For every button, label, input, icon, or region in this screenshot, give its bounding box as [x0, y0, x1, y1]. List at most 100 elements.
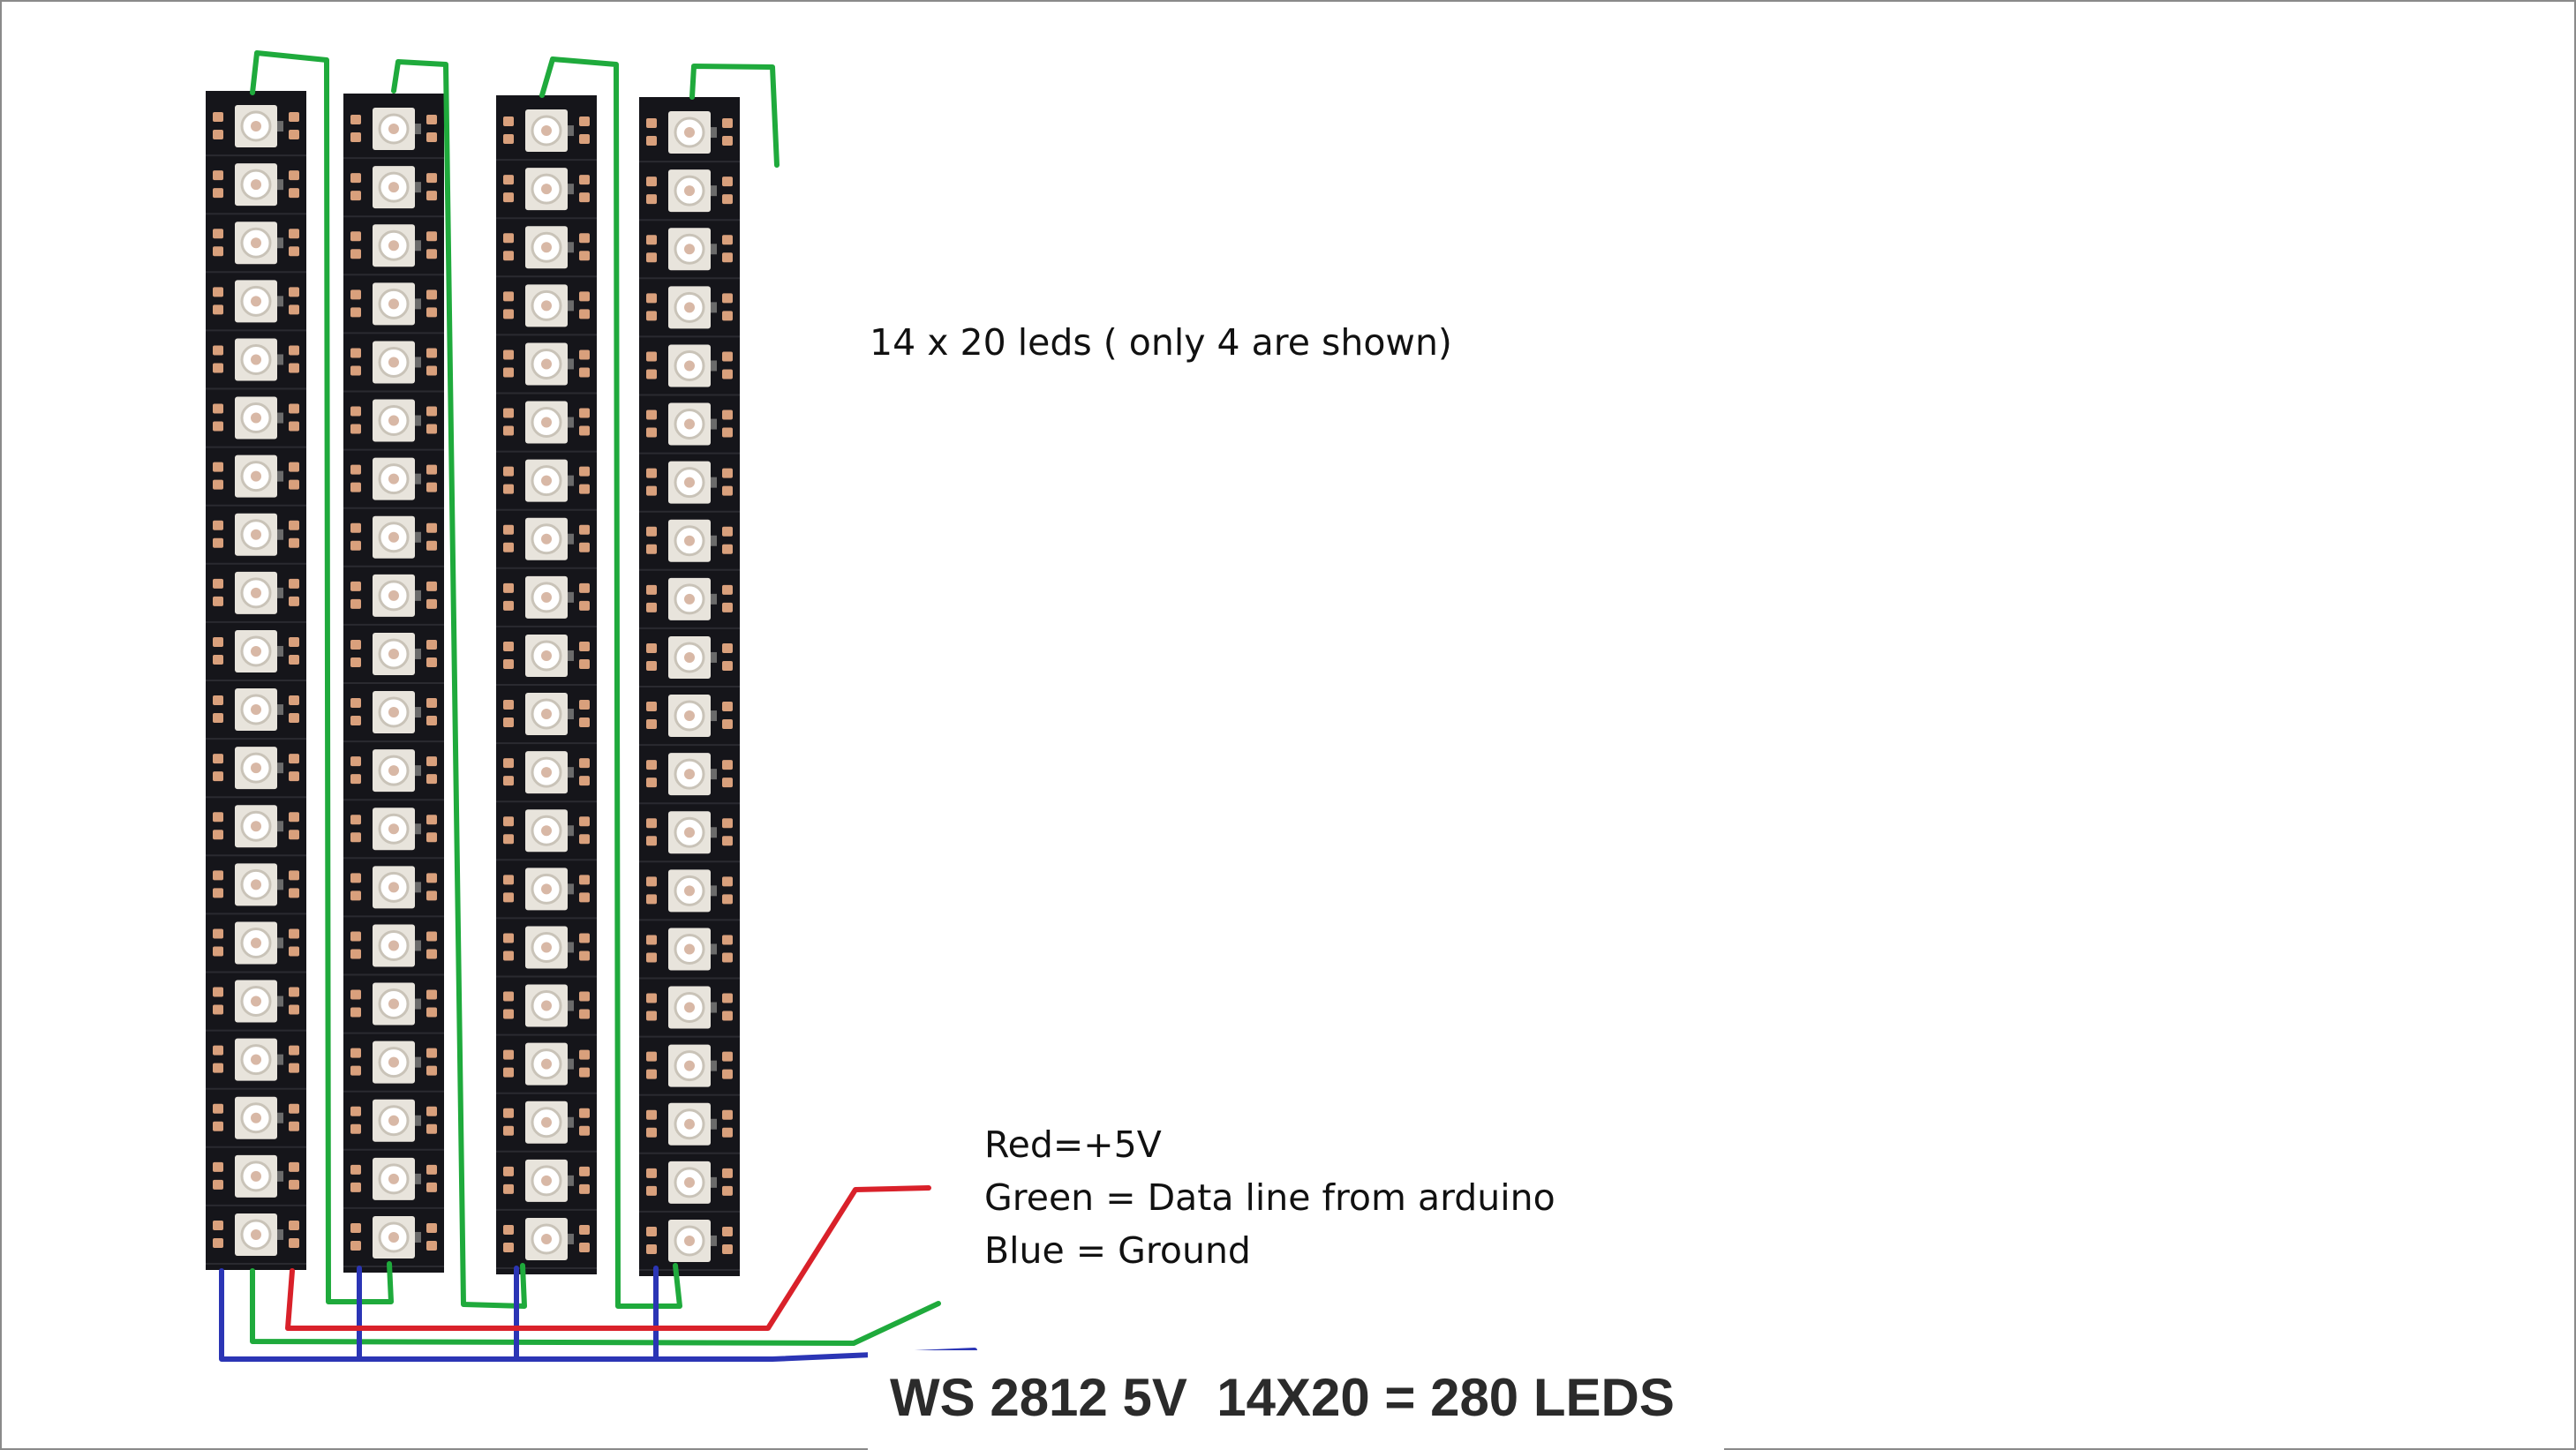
solder-pad	[213, 870, 223, 881]
solder-pad	[646, 778, 657, 788]
solder-pad	[213, 246, 223, 257]
capacitor	[567, 1116, 574, 1128]
solder-pad	[289, 229, 299, 239]
solder-pad	[503, 309, 514, 319]
led-17	[206, 1038, 306, 1090]
solder-pad	[722, 818, 733, 829]
solder-pad	[289, 1220, 299, 1230]
capacitor	[710, 477, 717, 488]
solder-pad	[213, 812, 223, 823]
solder-pad	[426, 832, 437, 843]
led-17	[639, 1044, 740, 1096]
led-8	[496, 517, 597, 569]
capacitor	[414, 998, 421, 1010]
solder-pad	[503, 349, 514, 360]
led-14	[206, 863, 306, 915]
solder-pad	[579, 425, 590, 436]
solder-pad	[503, 233, 514, 244]
led-die	[251, 879, 261, 890]
capacitor	[414, 765, 421, 777]
solder-pad	[646, 409, 657, 420]
solder-pad	[426, 424, 437, 434]
capacitor	[276, 763, 283, 774]
capacitor	[710, 535, 717, 546]
solder-pad	[579, 875, 590, 885]
led-die	[541, 942, 552, 953]
solder-pad	[722, 311, 733, 321]
led-11	[206, 688, 306, 740]
solder-pad	[213, 946, 223, 957]
legend-green: Green = Data line from arduino	[984, 1176, 1555, 1219]
solder-pad	[646, 584, 657, 595]
solder-pad	[426, 1048, 437, 1058]
led-10	[496, 634, 597, 686]
capacitor	[710, 1176, 717, 1188]
led-die	[388, 765, 399, 777]
capacitor	[567, 709, 574, 720]
solder-pad	[426, 949, 437, 959]
solder-pad	[213, 345, 223, 356]
solder-pad	[426, 249, 437, 259]
led-die	[388, 298, 399, 310]
led-9	[639, 577, 740, 629]
led-9	[496, 575, 597, 627]
led-count-note: 14 x 20 leds ( only 4 are shown)	[870, 321, 1452, 364]
solder-pad	[426, 231, 437, 242]
solder-pad	[213, 1179, 223, 1190]
solder-pad	[426, 774, 437, 785]
led-15	[639, 928, 740, 980]
led-die	[684, 360, 695, 372]
led-die	[251, 995, 261, 1007]
capacitor	[414, 940, 421, 951]
solder-pad	[213, 1045, 223, 1056]
solder-pad	[426, 289, 437, 300]
capacitor	[710, 710, 717, 722]
solder-pad	[289, 112, 299, 123]
solder-pad	[579, 116, 590, 127]
solder-pad	[722, 952, 733, 963]
solder-pad	[426, 173, 437, 184]
capacitor	[276, 529, 283, 540]
solder-pad	[646, 311, 657, 321]
led-die	[541, 1175, 552, 1186]
solder-pad	[426, 1007, 437, 1018]
solder-pad	[503, 367, 514, 378]
solder-pad	[646, 252, 657, 263]
solder-pad	[646, 660, 657, 671]
led-die	[251, 1228, 261, 1240]
solder-pad	[503, 892, 514, 903]
led-20	[206, 1213, 306, 1265]
solder-pad	[350, 931, 361, 942]
solder-pad	[579, 1183, 590, 1194]
led-die	[251, 529, 261, 540]
solder-pad	[289, 1063, 299, 1073]
led-18	[496, 1101, 597, 1153]
led-17	[343, 1041, 444, 1093]
solder-pad	[350, 873, 361, 883]
led-10	[639, 635, 740, 687]
solder-pad	[722, 177, 733, 187]
led-die	[684, 885, 695, 897]
capacitor	[414, 882, 421, 893]
solder-pad	[722, 136, 733, 147]
led-18	[343, 1099, 444, 1151]
solder-pad	[503, 933, 514, 943]
solder-pad	[289, 537, 299, 548]
capacitor	[414, 182, 421, 193]
solder-pad	[350, 1164, 361, 1175]
capacitor	[276, 821, 283, 832]
solder-pad	[646, 136, 657, 147]
capacitor	[276, 354, 283, 365]
solder-pad	[426, 191, 437, 201]
capacitor	[276, 1054, 283, 1065]
led-die	[684, 769, 695, 780]
led-die	[684, 710, 695, 722]
led-die	[541, 1116, 552, 1128]
capacitor	[276, 1112, 283, 1123]
solder-pad	[213, 1063, 223, 1073]
led-die	[251, 412, 261, 424]
solder-pad	[503, 425, 514, 436]
capacitor	[567, 184, 574, 195]
capacitor	[414, 1115, 421, 1126]
